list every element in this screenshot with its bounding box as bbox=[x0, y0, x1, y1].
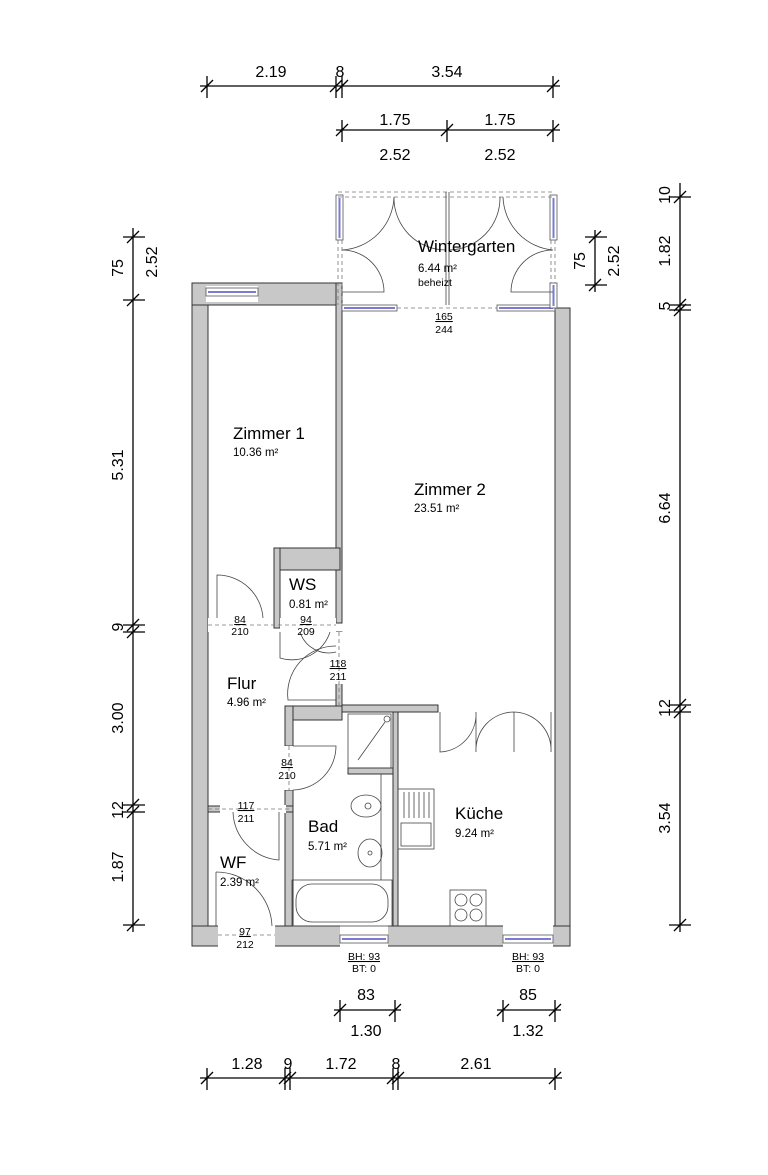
dim-label: 8 bbox=[336, 64, 345, 81]
dim-label: 1.75 bbox=[379, 112, 410, 129]
room-note-wintergarten: beheizt bbox=[418, 277, 452, 289]
room-name-ws: WS bbox=[289, 575, 316, 594]
bathtub bbox=[291, 879, 393, 927]
window-sill-height: BH: 93 bbox=[348, 951, 380, 963]
dim-label: 5.31 bbox=[110, 449, 127, 480]
room-area-zimmer2: 23.51 m² bbox=[414, 503, 460, 515]
dim-label: 3.54 bbox=[657, 802, 674, 833]
opening-height: 209 bbox=[297, 626, 315, 638]
dim-label: 1.32 bbox=[512, 1023, 543, 1040]
room-area-bad: 5.71 m² bbox=[308, 841, 347, 853]
opening-height: 212 bbox=[236, 939, 254, 951]
room-area-ws: 0.81 m² bbox=[289, 599, 328, 611]
dim-label: 1.30 bbox=[350, 1023, 381, 1040]
dim-label: 9 bbox=[110, 622, 127, 631]
dim-label: 6.64 bbox=[657, 492, 674, 523]
window-sill-height: BH: 93 bbox=[512, 951, 544, 963]
room-area-flur: 4.96 m² bbox=[227, 697, 266, 709]
dim-label: 3.54 bbox=[431, 64, 462, 81]
dim-label: 8 bbox=[392, 1056, 401, 1073]
dim-label: 2.61 bbox=[460, 1056, 491, 1073]
dim-label: 1.28 bbox=[231, 1056, 262, 1073]
dim-label: 2.52 bbox=[379, 147, 410, 164]
dim-label: 2.52 bbox=[484, 147, 515, 164]
opening-height: 211 bbox=[330, 671, 347, 683]
dim-label: 1.87 bbox=[110, 851, 127, 882]
toilet bbox=[350, 794, 382, 818]
room-area-zimmer1: 10.36 m² bbox=[233, 447, 279, 459]
opening-width: 117 bbox=[238, 800, 255, 812]
doors bbox=[208, 574, 552, 936]
opening-width: 84 bbox=[234, 614, 246, 626]
opening-width: 97 bbox=[239, 926, 251, 938]
dim-label: 12 bbox=[657, 699, 674, 717]
windows bbox=[205, 194, 558, 944]
opening-labels: 165 244 84 210 94 209 118 211 84 210 117… bbox=[231, 311, 544, 975]
wall-openings bbox=[206, 286, 553, 947]
walls bbox=[191, 282, 571, 947]
dim-label: 5 bbox=[657, 301, 674, 310]
opening-height: 244 bbox=[435, 324, 453, 336]
sink bbox=[357, 838, 383, 868]
dim-label: 12 bbox=[110, 801, 127, 819]
opening-width: 84 bbox=[281, 757, 293, 769]
wintergarten-outline bbox=[337, 191, 556, 309]
room-name-wintergarten: Wintergarten bbox=[418, 237, 515, 256]
dim-label: 1.82 bbox=[657, 235, 674, 266]
dim-label: 1.72 bbox=[325, 1056, 356, 1073]
window-depth: BT: 0 bbox=[516, 963, 540, 975]
dim-label: 3.00 bbox=[110, 702, 127, 733]
window-depth: BT: 0 bbox=[352, 963, 376, 975]
opening-height: 210 bbox=[278, 770, 296, 782]
room-area-wf: 2.39 m² bbox=[220, 877, 259, 889]
dimension-labels: 2.19 8 3.54 1.75 1.75 2.52 2.52 75 2.52 … bbox=[110, 64, 674, 1073]
dimension-lines bbox=[123, 76, 691, 1090]
kitchen-sink bbox=[397, 788, 435, 850]
dim-label: 85 bbox=[519, 987, 537, 1004]
room-area-kueche: 9.24 m² bbox=[455, 828, 494, 840]
room-name-zimmer2: Zimmer 2 bbox=[414, 480, 486, 499]
fixtures bbox=[291, 713, 487, 927]
opening-height: 211 bbox=[238, 813, 255, 825]
room-name-zimmer1: Zimmer 1 bbox=[233, 424, 305, 443]
room-area-wintergarten: 6.44 m² bbox=[418, 263, 457, 275]
dim-label: 9 bbox=[284, 1056, 293, 1073]
dim-label: 75 bbox=[572, 252, 589, 270]
dim-label: 2.19 bbox=[255, 64, 286, 81]
dim-label: 2.52 bbox=[606, 245, 623, 276]
opening-width: 118 bbox=[330, 658, 347, 670]
shower bbox=[347, 713, 392, 769]
dim-label: 2.52 bbox=[144, 246, 161, 277]
stove bbox=[449, 889, 487, 927]
dim-label: 83 bbox=[357, 987, 375, 1004]
dim-label: 75 bbox=[110, 259, 127, 277]
opening-width: 94 bbox=[300, 614, 312, 626]
opening-width: 165 bbox=[435, 311, 453, 323]
dim-label: 10 bbox=[657, 186, 674, 204]
room-name-wf: WF bbox=[220, 853, 246, 872]
room-name-bad: Bad bbox=[308, 817, 338, 836]
dim-label: 1.75 bbox=[484, 112, 515, 129]
room-name-kueche: Küche bbox=[455, 804, 503, 823]
opening-height: 210 bbox=[231, 626, 249, 638]
room-name-flur: Flur bbox=[227, 674, 257, 693]
